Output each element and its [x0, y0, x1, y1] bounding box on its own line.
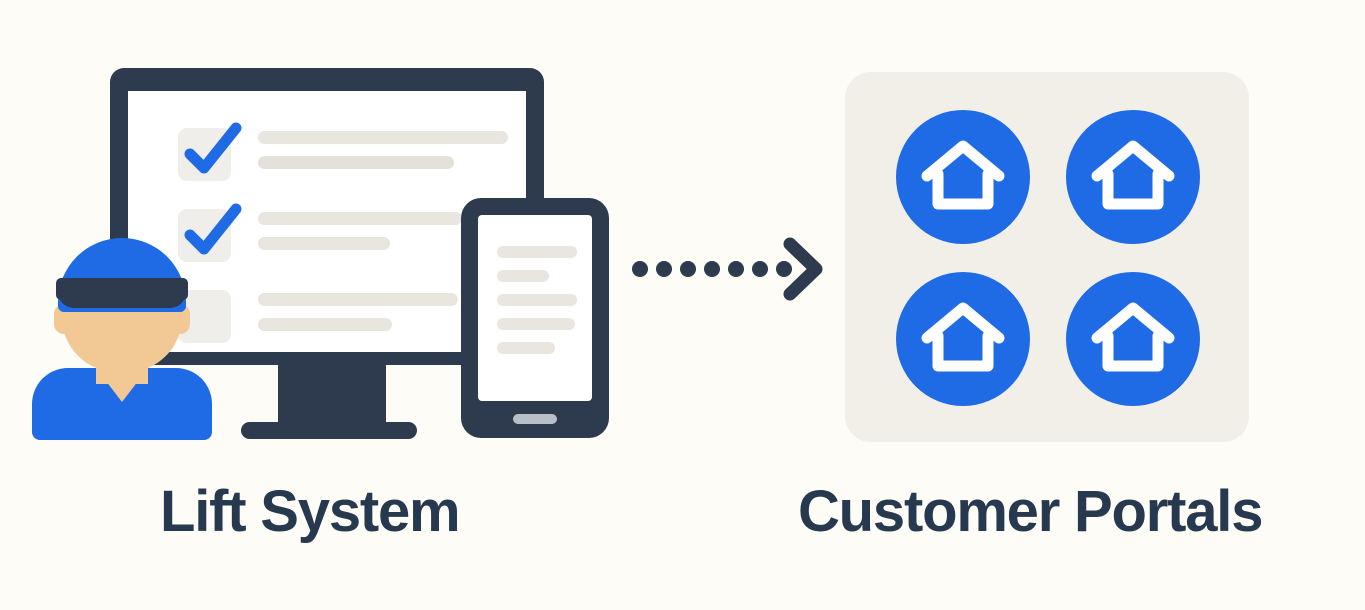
phone-content-lines	[497, 246, 577, 366]
checklist-row-lines	[258, 293, 508, 343]
placeholder-line	[258, 212, 462, 225]
house-icon	[1091, 302, 1175, 372]
placeholder-line	[497, 318, 575, 330]
portal-tile[interactable]	[896, 272, 1030, 406]
arrow-dot	[752, 261, 768, 277]
checklist-row-lines	[258, 131, 508, 181]
placeholder-line	[258, 237, 390, 250]
arrow-head-icon	[783, 237, 823, 301]
field-worker-avatar	[18, 232, 224, 442]
flow-arrow	[632, 237, 823, 301]
monitor-stand-base	[241, 422, 417, 439]
house-icon	[1091, 140, 1175, 210]
house-icon	[921, 302, 1005, 372]
customer-portals-group: Customer Portals	[798, 72, 1263, 544]
arrow-dot	[728, 261, 744, 277]
monitor-stand-neck	[278, 365, 386, 428]
lift-system-group: Lift System	[0, 0, 640, 560]
checklist-row[interactable]	[178, 290, 508, 343]
customer-portals-label: Customer Portals	[798, 479, 1263, 544]
arrow-dot	[680, 261, 696, 277]
arrow-dot	[656, 261, 672, 277]
worker-cap-band	[56, 278, 188, 300]
checklist	[178, 122, 508, 343]
placeholder-line	[497, 342, 555, 354]
phone-home-button[interactable]	[513, 414, 557, 424]
placeholder-line	[497, 294, 577, 306]
checklist-row-lines	[258, 212, 508, 262]
portal-tile[interactable]	[1066, 110, 1200, 244]
placeholder-line	[258, 156, 454, 169]
portal-tile[interactable]	[896, 110, 1030, 244]
arrow-dot	[632, 261, 648, 277]
placeholder-line	[497, 246, 577, 258]
arrow-dot	[776, 261, 792, 277]
placeholder-line	[497, 270, 549, 282]
placeholder-line	[258, 293, 458, 306]
customer-portals-panel	[845, 72, 1249, 442]
lift-system-label: Lift System	[160, 479, 461, 544]
arrow-dot	[704, 261, 720, 277]
portal-tile[interactable]	[1066, 272, 1200, 406]
house-icon	[921, 140, 1005, 210]
placeholder-line	[258, 131, 508, 144]
placeholder-line	[258, 318, 392, 331]
